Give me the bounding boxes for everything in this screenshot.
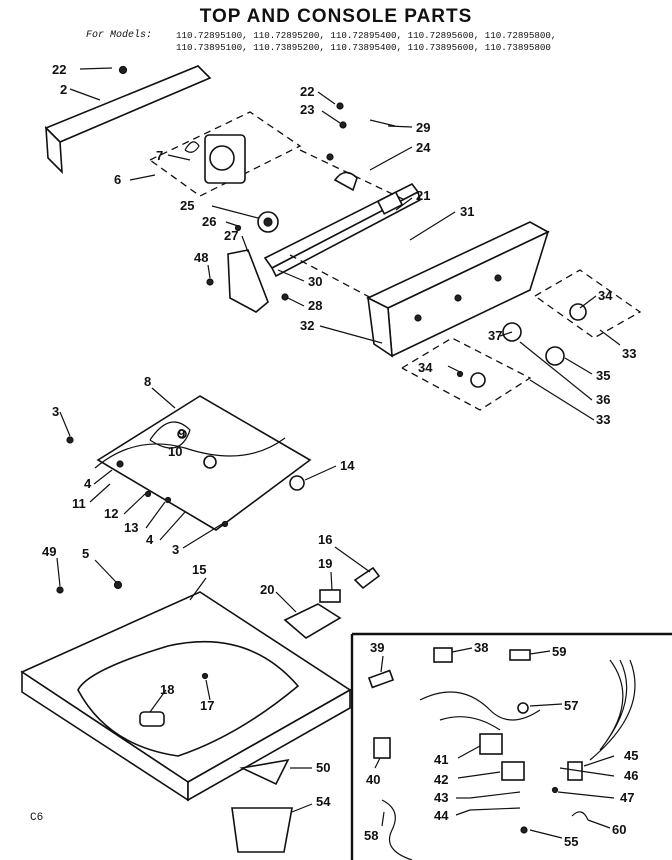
callout-4: 4: [146, 532, 154, 547]
callout-34: 34: [418, 360, 433, 375]
callout-47: 47: [620, 790, 634, 805]
callout-34: 34: [598, 288, 613, 303]
callout-13: 13: [124, 520, 138, 535]
callout-numbers: 22 2 22 23 29 24 7 6 21 31 25 26 27 48 3…: [42, 62, 638, 849]
callout-26: 26: [202, 214, 216, 229]
callout-33: 33: [596, 412, 610, 427]
callout-4: 4: [84, 476, 92, 491]
callout-36: 36: [596, 392, 610, 407]
callout-44: 44: [434, 808, 449, 823]
callout-8: 8: [144, 374, 151, 389]
callout-14: 14: [340, 458, 355, 473]
callout-2: 2: [60, 82, 67, 97]
callout-6: 6: [114, 172, 121, 187]
callout-17: 17: [200, 698, 214, 713]
callout-19: 19: [318, 556, 332, 571]
callout-40: 40: [366, 772, 380, 787]
callout-leaders: [56, 67, 621, 839]
callout-45: 45: [624, 748, 638, 763]
callout-59: 59: [552, 644, 566, 659]
callout-54: 54: [316, 794, 331, 809]
callout-12: 12: [104, 506, 118, 521]
console-knobs: [401, 269, 642, 411]
bracket-hardware: [326, 102, 396, 192]
callout-23: 23: [300, 102, 314, 117]
callout-21: 21: [416, 188, 430, 203]
footer-code: C6: [30, 812, 44, 824]
callout-57: 57: [564, 698, 578, 713]
callout-3: 3: [52, 404, 59, 419]
callout-31: 31: [460, 204, 474, 219]
callout-22: 22: [300, 84, 314, 99]
callout-42: 42: [434, 772, 448, 787]
diagram-title: TOP AND CONSOLE PARTS: [199, 6, 473, 27]
callout-43: 43: [434, 790, 448, 805]
callout-55: 55: [564, 834, 578, 849]
callout-46: 46: [624, 768, 638, 783]
console-end-bracket: [206, 249, 289, 313]
callout-27: 27: [224, 228, 238, 243]
callout-60: 60: [612, 822, 626, 837]
callout-24: 24: [416, 140, 431, 155]
callout-3: 3: [172, 542, 179, 557]
callout-35: 35: [596, 368, 610, 383]
control-rail: [263, 182, 421, 278]
callout-10: 10: [168, 444, 182, 459]
lid-switch: [283, 566, 381, 639]
callout-33: 33: [622, 346, 636, 361]
console-panel: [289, 149, 550, 358]
callout-7: 7: [156, 148, 163, 163]
model-line-2: 110.73895100, 110.73895200, 110.73895400…: [176, 42, 551, 53]
callout-5: 5: [82, 546, 89, 561]
model-line-1: 110.72895100, 110.72895200, 110.72895400…: [176, 30, 557, 41]
callout-48: 48: [194, 250, 208, 265]
callout-38: 38: [474, 640, 488, 655]
callout-49: 49: [42, 544, 56, 559]
models-label: For Models:: [86, 30, 153, 41]
console-back-panel: [44, 65, 212, 175]
callout-11: 11: [72, 496, 86, 511]
top-cover-wiring-assembly: [66, 395, 312, 531]
callout-58: 58: [364, 828, 378, 843]
callout-22: 22: [52, 62, 66, 77]
callout-50: 50: [316, 760, 330, 775]
wiring-harness-box: [350, 632, 672, 860]
callout-28: 28: [308, 298, 322, 313]
callout-18: 18: [160, 682, 174, 697]
lid-bumpers: [231, 758, 293, 853]
callout-39: 39: [370, 640, 384, 655]
callout-41: 41: [434, 752, 448, 767]
callout-25: 25: [180, 198, 194, 213]
callout-20: 20: [260, 582, 274, 597]
callout-29: 29: [416, 120, 430, 135]
callout-30: 30: [308, 274, 322, 289]
callout-15: 15: [192, 562, 206, 577]
selector-switch: [234, 211, 279, 233]
callout-16: 16: [318, 532, 332, 547]
callout-9: 9: [178, 426, 185, 441]
callout-32: 32: [300, 318, 314, 333]
callout-37: 37: [488, 328, 502, 343]
washer-top: [20, 580, 352, 802]
model-number-list: 110.72895100, 110.72895200, 110.72895400…: [176, 30, 556, 54]
timer-assembly: [149, 111, 302, 197]
